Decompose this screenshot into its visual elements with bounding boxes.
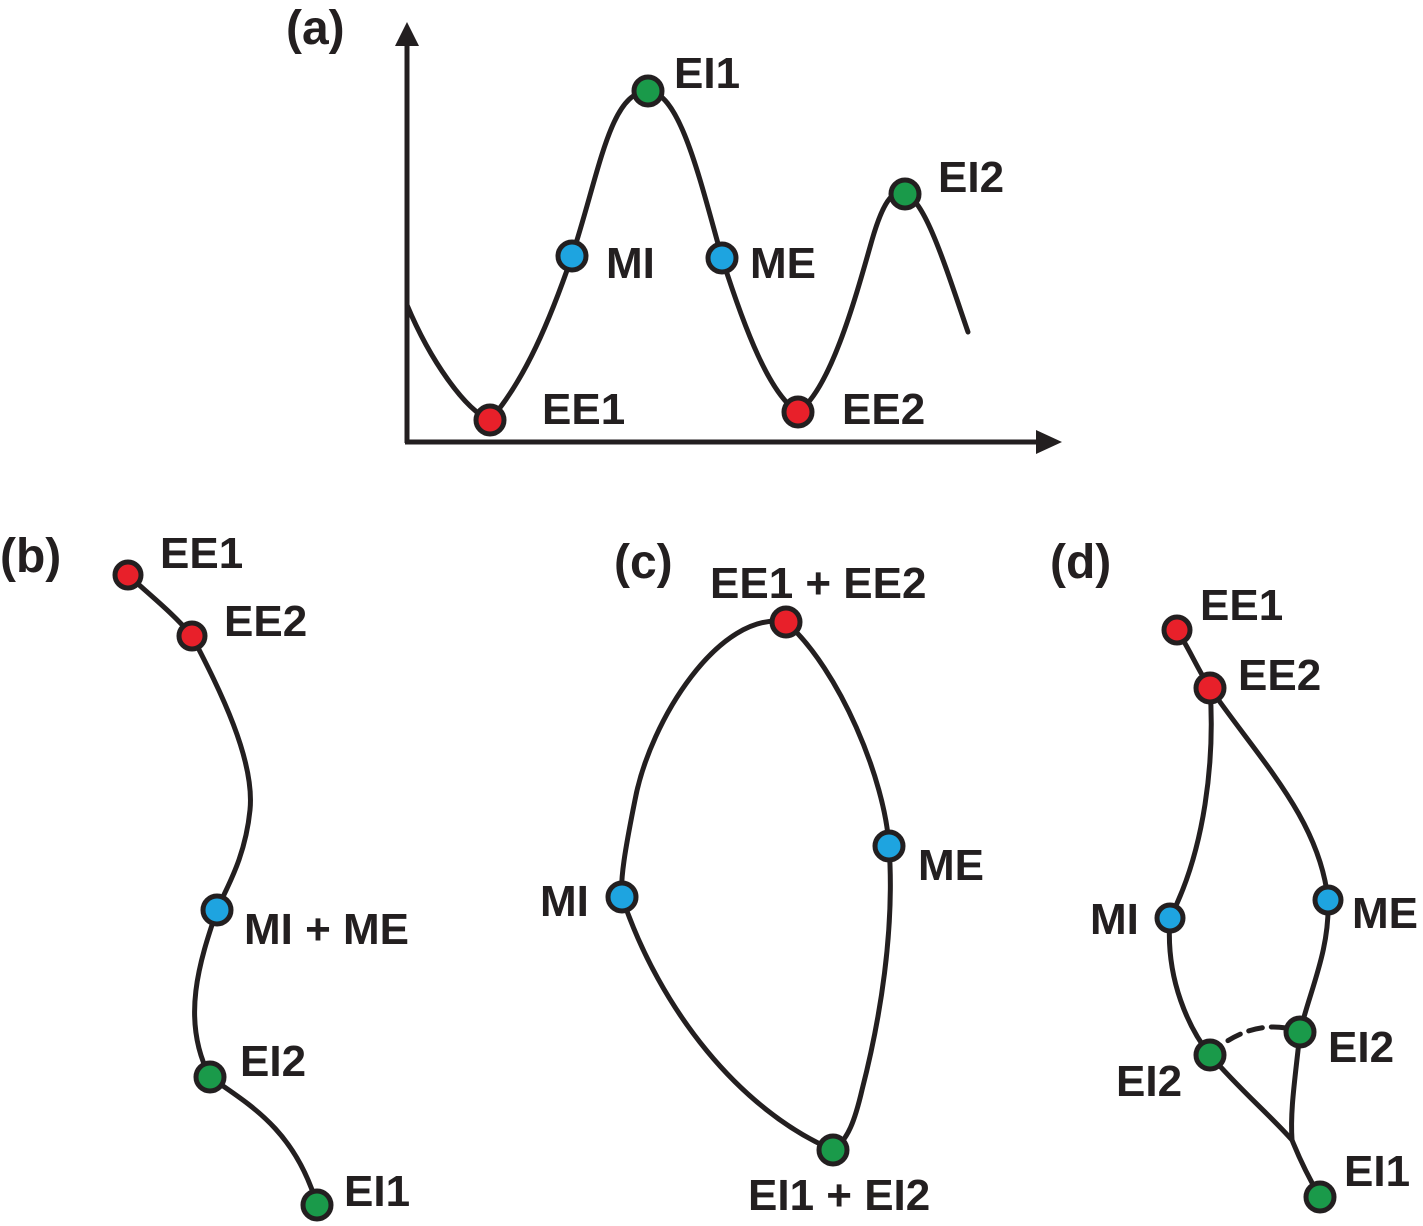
panel-b-tag: (b): [0, 530, 61, 583]
ee1-label: EE1: [542, 385, 625, 434]
x-axis-arrowhead: [1036, 430, 1062, 454]
ee1-label: EE1: [160, 529, 243, 578]
ei1-node: [1303, 1180, 1337, 1214]
panel-d-right-curve: [1207, 685, 1331, 1035]
panel-b-curve: [125, 572, 320, 1208]
mi-label: MI: [540, 877, 589, 926]
ei2-node: [888, 177, 922, 211]
ei2-left-label: EI2: [1116, 1057, 1182, 1106]
ee2-node: [781, 395, 815, 429]
panel-a: (a) EI1 EI2 MI ME EE1 EE2: [286, 2, 1062, 454]
me-label: ME: [918, 841, 984, 890]
mi-me-label: MI + ME: [244, 905, 409, 954]
ee1-ee2-node: [769, 605, 803, 639]
panel-b: (b) EE1 EE2 MI + ME EI2 EI1: [0, 529, 410, 1222]
ei2-right-label: EI2: [1328, 1023, 1394, 1072]
me-label: ME: [1352, 889, 1418, 938]
panel-c-right-curve: [783, 619, 893, 1153]
ei2-right-node: [1283, 1015, 1317, 1049]
ee1-label: EE1: [1200, 581, 1283, 630]
ee1-node: [1161, 614, 1193, 646]
ee2-node: [176, 620, 208, 652]
panel-d-left-curve: [1166, 685, 1214, 1058]
ei2-label: EI2: [938, 153, 1004, 202]
ei1-node: [631, 74, 665, 108]
panel-c-tag: (c): [614, 536, 673, 589]
ei1-node: [300, 1188, 334, 1222]
me-node: [705, 241, 739, 275]
ee2-label: EE2: [224, 597, 307, 646]
panel-d-tag: (d): [1050, 536, 1111, 589]
ei2-node: [193, 1060, 227, 1094]
ee2-node: [1193, 671, 1227, 705]
mi-node: [605, 880, 639, 914]
ei1-ei2-label: EI1 + EI2: [748, 1171, 930, 1220]
me-node: [1312, 884, 1344, 916]
ee2-label: EE2: [842, 385, 925, 434]
ee1-node: [473, 403, 507, 437]
ee2-label: EE2: [1238, 651, 1321, 700]
panel-c: (c) EE1 + EE2 MI ME EI1 + EI2: [540, 536, 984, 1220]
panel-c-left-curve: [619, 618, 836, 1153]
mi-label: MI: [606, 239, 655, 288]
mi-node: [1154, 902, 1186, 934]
ei2-label: EI2: [240, 1037, 306, 1086]
ei1-label: EI1: [344, 1167, 410, 1216]
panel-d-lower-left-link: [1207, 1052, 1323, 1200]
y-axis-arrowhead: [395, 22, 419, 46]
ei2-left-node: [1193, 1038, 1227, 1072]
panel-a-tag: (a): [286, 2, 345, 55]
energy-curve: [404, 88, 971, 423]
ee1-node: [112, 559, 144, 591]
ei1-label: EI1: [1344, 1147, 1410, 1196]
ei1-ei2-node: [816, 1133, 850, 1167]
me-node: [872, 829, 906, 863]
mi-node: [555, 239, 589, 273]
ei1-label: EI1: [674, 49, 740, 98]
mi-label: MI: [1090, 895, 1139, 944]
mi-me-node: [200, 893, 234, 927]
ee1-ee2-label: EE1 + EE2: [710, 559, 926, 608]
panel-d: (d) EE1 EE2 MI ME EI2 EI2 EI1: [1050, 536, 1418, 1214]
me-label: ME: [750, 239, 816, 288]
